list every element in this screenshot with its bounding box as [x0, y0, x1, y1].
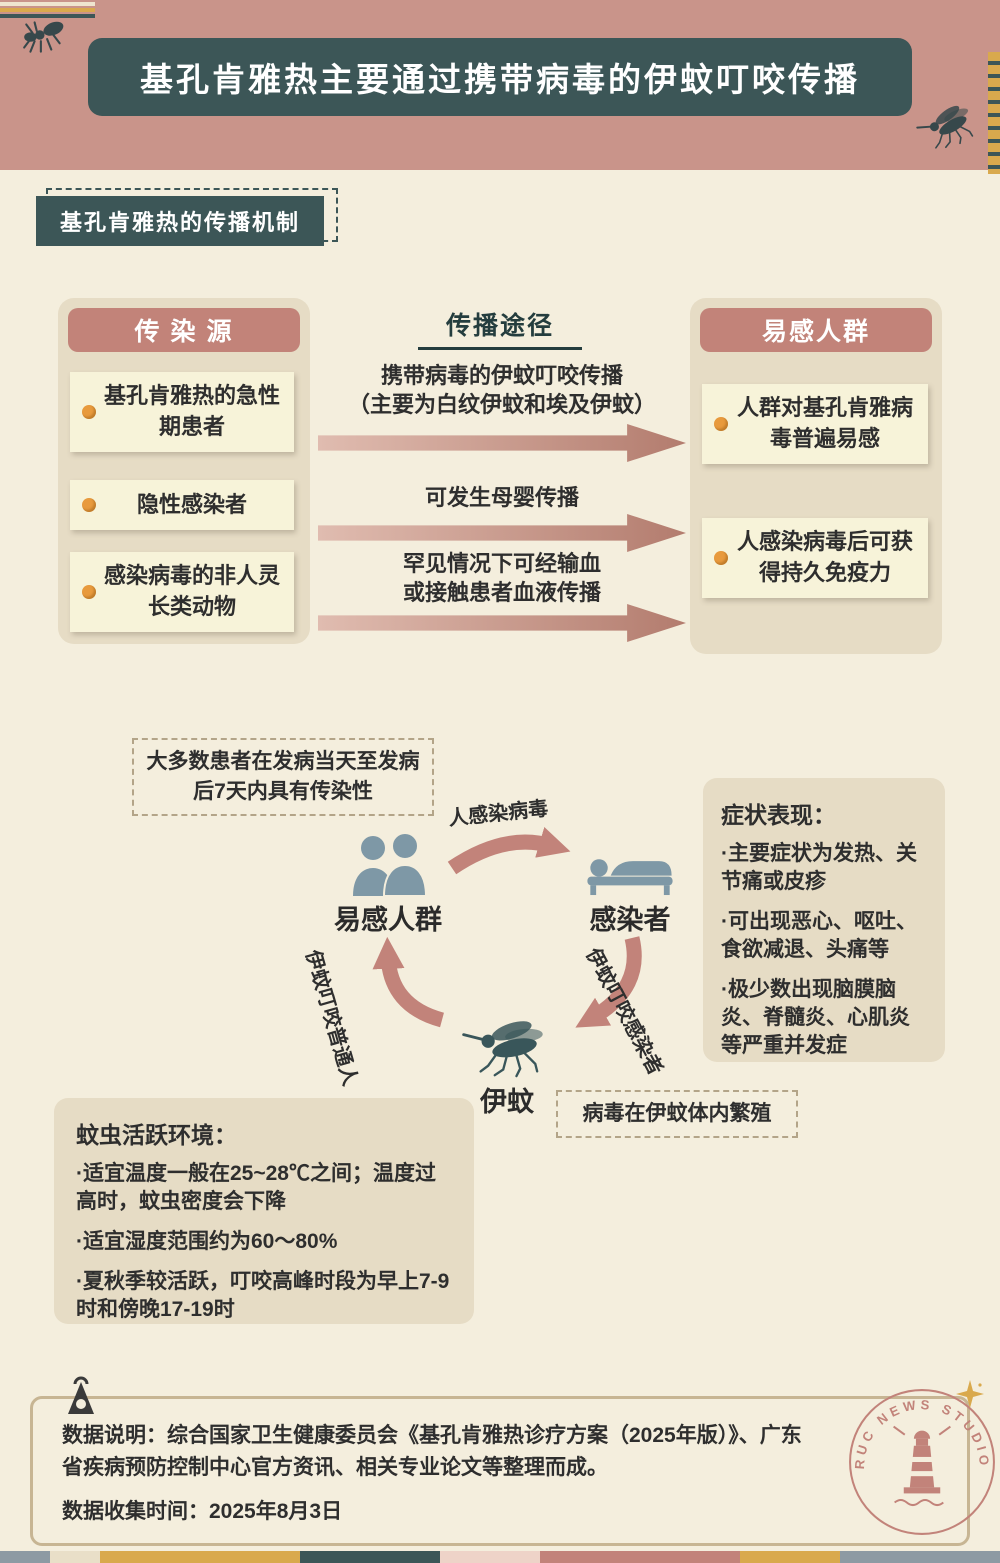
susceptible-item-text: 人群对基孔肯雅病毒普遍易感 — [736, 395, 913, 451]
data-source-line2: 数据收集时间：2025年8月3日 — [62, 1500, 343, 1523]
binder-clip-icon — [68, 1376, 94, 1414]
route-label: 可发生母婴传播 — [318, 484, 686, 513]
susceptible-card-header: 易感人群 — [700, 308, 932, 352]
environment-card: 蚊虫活跃环境： ·适宜温度一般在25~28℃之间；温度过高时，蚊虫密度会下降 ·… — [54, 1098, 474, 1324]
environment-item: ·适宜温度一般在25~28℃之间；温度过高时，蚊虫密度会下降 — [76, 1162, 436, 1213]
symptom-item: ·主要症状为发热、关节痛或皮疹 — [721, 842, 917, 893]
cycle-arrows — [372, 827, 642, 1028]
lighthouse-icon — [893, 1425, 951, 1507]
data-source-box — [30, 1396, 970, 1546]
bullet-dot-icon — [82, 498, 96, 512]
source-item-text: 隐性感染者 — [136, 491, 247, 517]
data-source-text: 数据说明：综合国家卫生健康委员会《基孔肯雅热诊疗方案（2025年版）》、广东省疾… — [62, 1420, 820, 1525]
mosquito-icon — [916, 105, 974, 149]
page-title: 基孔肯雅热主要通过携带病毒的伊蚊叮咬传播 — [140, 61, 860, 98]
symptoms-card: 症状表现： ·主要症状为发热、关节痛或皮疹 ·可出现恶心、呕吐、食欲减退、头痛等… — [703, 778, 945, 1062]
cycle-arrow-left — [372, 936, 445, 1028]
virus-replication-note: 病毒在伊蚊体内繁殖 — [556, 1090, 798, 1138]
symptoms-title: 症状表现： — [721, 802, 836, 828]
route-label-line: 或接触患者血液传播 — [402, 579, 601, 605]
environment-item: ·适宜湿度范围约为60～80% — [76, 1229, 338, 1253]
header-band: 基孔肯雅热主要通过携带病毒的伊蚊叮咬传播 — [0, 0, 1000, 174]
route-arrow — [318, 604, 686, 642]
bottom-stripe-decoration — [0, 1551, 1000, 1563]
symptom-item: ·可出现恶心、呕吐、食欲减退、头痛等 — [721, 909, 917, 961]
route-label-line: （主要为白纹伊蚊和埃及伊蚊） — [347, 391, 656, 417]
section-badge: 基孔肯雅热的传播机制 — [36, 188, 339, 246]
route-arrow — [318, 514, 686, 552]
susceptible-card: 易感人群 — [690, 298, 942, 654]
people-icon — [353, 832, 428, 896]
studio-stamp: RUC NEWS STUDIO — [849, 1389, 995, 1535]
cycle-arrow-right — [575, 936, 642, 1028]
source-item: 感染病毒的非人灵长类动物 — [70, 552, 294, 632]
route-label-line: 罕见情况下可经输血 — [402, 551, 601, 576]
bullet-dot-icon — [714, 551, 728, 565]
section-badge-label: 基孔肯雅热的传播机制 — [60, 210, 301, 235]
route-arrow — [318, 424, 686, 462]
source-item-text: 基孔肯雅热的急性期患者 — [104, 383, 281, 439]
page-title-box: 基孔肯雅热主要通过携带病毒的伊蚊叮咬传播 — [88, 38, 912, 116]
source-card-header: 传 染 源 — [68, 308, 300, 352]
bullet-dot-icon — [82, 405, 96, 419]
corner-stripe — [0, 2, 95, 6]
node-mosquito-label: 伊蚊 — [480, 1087, 534, 1117]
susceptible-item: 人群对基孔肯雅病毒普遍易感 — [702, 384, 928, 464]
sparkle-icon — [956, 1380, 984, 1408]
environment-title: 蚊虫活跃环境： — [76, 1122, 237, 1148]
bullet-dot-icon — [82, 585, 96, 599]
cycle-arrow-top — [447, 827, 571, 875]
ant-icon — [23, 21, 64, 53]
data-source-line1: 数据说明：综合国家卫生健康委员会《基孔肯雅热诊疗方案（2025年版）》、广东省疾… — [62, 1424, 802, 1479]
corner-stripe — [0, 14, 95, 18]
infectious-period-note: 大多数患者在发病当天至发病后7天内具有传染性 — [132, 738, 434, 816]
source-item: 隐性感染者 — [70, 480, 294, 530]
symptom-item: ·极少数出现脑膜脑炎、脊髓炎、心肌炎等严重并发症 — [721, 977, 910, 1057]
route-label-line: 携带病毒的伊蚊叮咬传播 — [380, 363, 623, 388]
susceptible-item: 人感染病毒后可获得持久免疫力 — [702, 518, 928, 598]
environment-item: ·夏秋季较活跃，叮咬高峰时段为早上7-9时和傍晚17-19时 — [76, 1269, 450, 1321]
source-item: 基孔肯雅热的急性期患者 — [70, 372, 294, 452]
source-item-text: 感染病毒的非人灵长类动物 — [104, 563, 281, 619]
node-infected-label: 感染者 — [589, 905, 671, 935]
patient-bed-icon — [587, 859, 673, 896]
route-label-line: 可发生母婴传播 — [424, 485, 579, 510]
route-label: 携带病毒的伊蚊叮咬传播 （主要为白纹伊蚊和埃及伊蚊） — [318, 362, 686, 419]
aedes-mosquito-icon — [462, 1021, 543, 1078]
edge-stripe-decoration — [988, 52, 1000, 174]
bullet-dot-icon — [714, 417, 728, 431]
routes-header: 传播途径 — [418, 306, 582, 350]
susceptible-item-text: 人感染病毒后可获得持久免疫力 — [736, 529, 913, 585]
node-susceptible-label: 易感人群 — [334, 905, 442, 935]
route-label: 罕见情况下可经输血 或接触患者血液传播 — [318, 550, 686, 607]
corner-stripe — [0, 8, 95, 12]
